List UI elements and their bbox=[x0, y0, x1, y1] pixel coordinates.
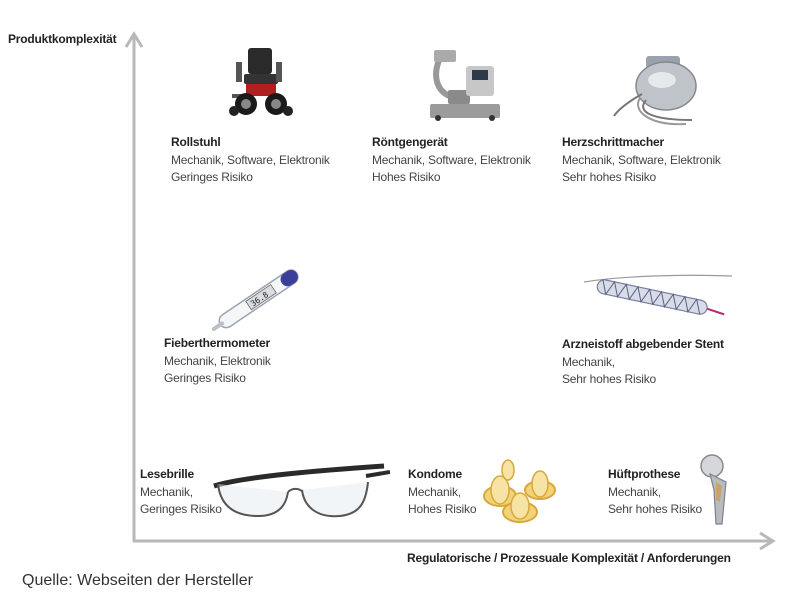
item-name: Fieberthermometer bbox=[164, 336, 270, 350]
hip-prosthesis-icon bbox=[700, 454, 727, 525]
item-herzschrittmacher: Herzschrittmacher Mechanik, Software, El… bbox=[562, 134, 721, 187]
x-axis-arrowhead bbox=[759, 531, 776, 551]
item-name: Arzneistoff abgebender Stent bbox=[562, 337, 724, 351]
item-properties: Mechanik, Software, Elektronik bbox=[372, 152, 531, 167]
item-properties: Mechanik, bbox=[140, 484, 193, 499]
item-fieberthermometer: Fieberthermometer Mechanik, Elektronik G… bbox=[164, 335, 271, 388]
item-hueftprothese: Hüftprothese Mechanik, Sehr hohes Risiko bbox=[608, 466, 702, 519]
x-axis-label: Regulatorische / Prozessuale Komplexität… bbox=[407, 551, 731, 565]
item-risk: Geringes Risiko bbox=[171, 170, 253, 184]
stent-icon bbox=[583, 274, 733, 316]
item-name: Lesebrille bbox=[140, 467, 195, 481]
item-properties: Mechanik, bbox=[608, 484, 661, 499]
pacemaker-icon bbox=[613, 56, 697, 126]
item-risk: Sehr hohes Risiko bbox=[562, 170, 656, 184]
item-properties: Mechanik, Software, Elektronik bbox=[171, 152, 330, 167]
item-name: Hüftprothese bbox=[608, 467, 681, 481]
condoms-icon bbox=[483, 459, 556, 523]
item-risk: Sehr hohes Risiko bbox=[562, 372, 656, 386]
y-axis-label: Produktkomplexität bbox=[8, 32, 117, 46]
item-kondome: Kondome Mechanik, Hohes Risiko bbox=[408, 466, 476, 519]
item-rollstuhl: Rollstuhl Mechanik, Software, Elektronik… bbox=[171, 134, 330, 187]
item-risk: Geringes Risiko bbox=[164, 371, 246, 385]
item-properties: Mechanik, bbox=[408, 484, 461, 499]
source-note: Quelle: Webseiten der Hersteller bbox=[22, 572, 253, 589]
item-risk: Hohes Risiko bbox=[372, 170, 441, 184]
item-name: Kondome bbox=[408, 467, 462, 481]
item-name: Herzschrittmacher bbox=[562, 135, 664, 149]
y-axis-arrowhead bbox=[124, 31, 144, 48]
item-properties: Mechanik, bbox=[562, 354, 615, 369]
item-lesebrille: Lesebrille Mechanik, Geringes Risiko bbox=[140, 466, 222, 519]
item-stent: Arzneistoff abgebender Stent Mechanik, S… bbox=[562, 336, 724, 389]
item-properties: Mechanik, Elektronik bbox=[164, 353, 271, 368]
glasses-icon bbox=[213, 463, 390, 518]
item-risk: Geringes Risiko bbox=[140, 502, 222, 516]
wheelchair-icon bbox=[229, 48, 293, 116]
item-roentgengeraet: Röntgengerät Mechanik, Software, Elektro… bbox=[372, 134, 531, 187]
thermometer-icon: 36.8 bbox=[211, 269, 299, 332]
item-name: Röntgengerät bbox=[372, 135, 448, 149]
item-properties: Mechanik, Software, Elektronik bbox=[562, 152, 721, 167]
item-risk: Sehr hohes Risiko bbox=[608, 502, 702, 516]
item-risk: Hohes Risiko bbox=[408, 502, 477, 516]
item-name: Rollstuhl bbox=[171, 135, 221, 149]
xray-machine-icon bbox=[430, 50, 500, 121]
